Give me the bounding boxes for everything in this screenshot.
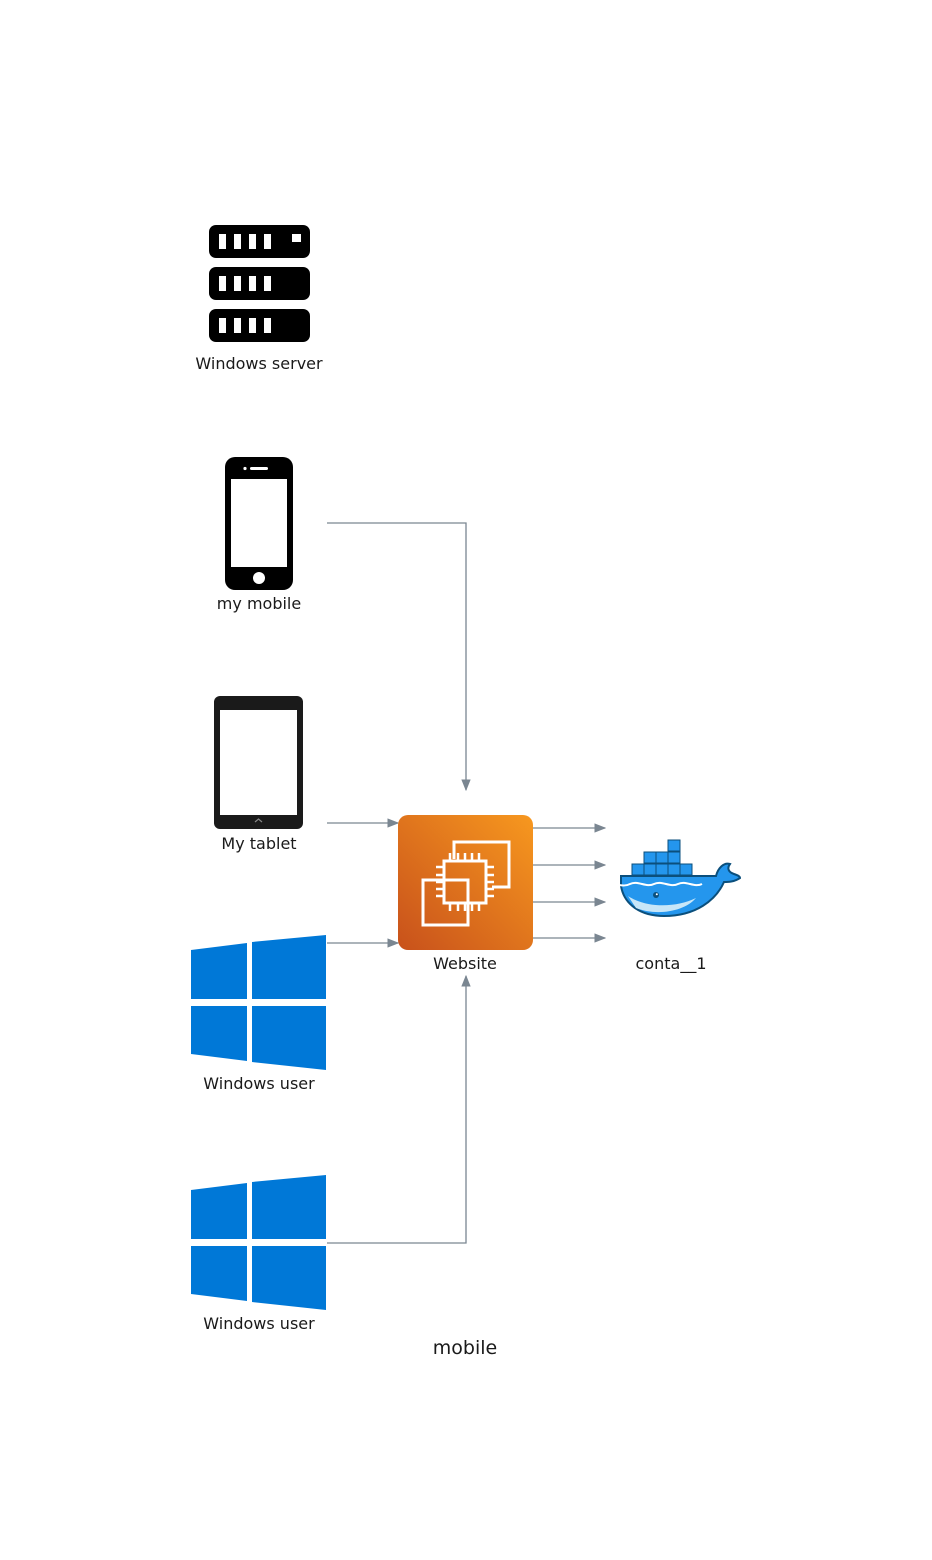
edge-mobile-to-website — [327, 522, 471, 792]
container-label: conta__1 — [635, 954, 707, 973]
windows-server-node[interactable] — [208, 224, 311, 343]
windows-user-2-label: Windows user — [203, 1314, 315, 1333]
tablet-icon — [214, 696, 303, 829]
website-node[interactable] — [398, 815, 533, 950]
diagram-caption: mobile — [432, 1337, 498, 1359]
docker-whale-icon — [607, 839, 742, 918]
my-tablet-node[interactable] — [213, 695, 304, 830]
container-node[interactable] — [606, 838, 742, 918]
windows-user-node-1[interactable] — [191, 935, 326, 1070]
aws-ec2-instance-icon — [398, 815, 533, 950]
website-label: Website — [433, 954, 497, 973]
windows-logo-icon — [191, 935, 326, 1070]
windows-logo-icon — [191, 1175, 326, 1310]
edge-windows-user-2-to-website — [327, 974, 471, 1244]
my-mobile-node[interactable] — [224, 456, 294, 591]
windows-user-1-label: Windows user — [203, 1074, 315, 1093]
my-mobile-label: my mobile — [216, 594, 302, 613]
smartphone-icon — [225, 457, 293, 590]
windows-user-node-2[interactable] — [191, 1175, 326, 1310]
my-tablet-label: My tablet — [221, 834, 297, 853]
server-rack-icon — [209, 225, 310, 342]
windows-server-label: Windows server — [195, 354, 323, 373]
